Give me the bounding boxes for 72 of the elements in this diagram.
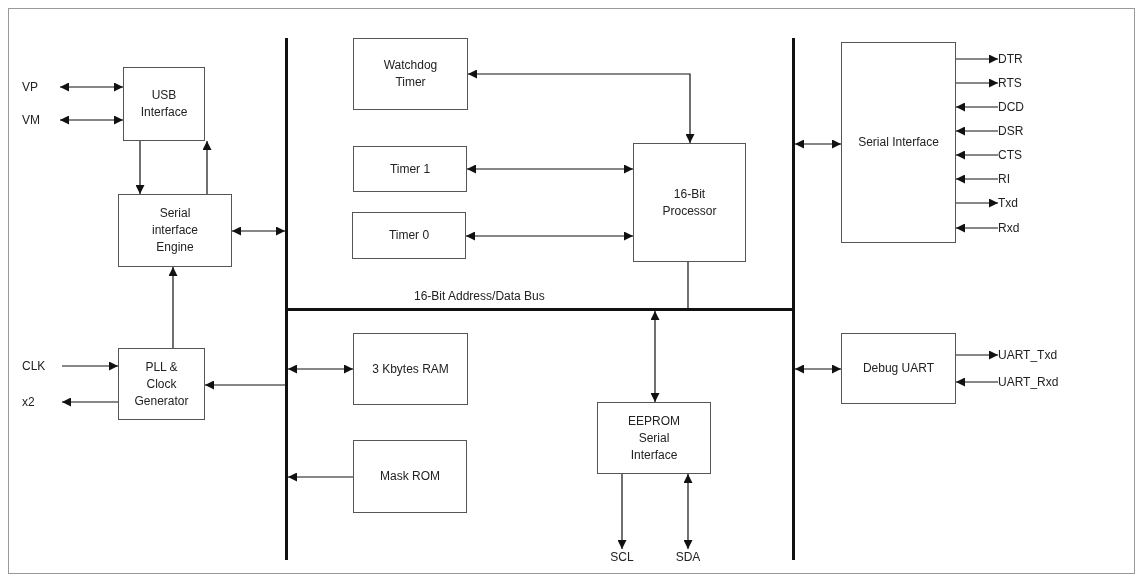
- arrow: [465, 231, 634, 241]
- signal-label: UART_Txd: [998, 347, 1058, 363]
- block-label: 16-Bit Processor: [661, 185, 718, 220]
- block-box: [118, 194, 232, 267]
- signal-label: UART_Rxd: [998, 374, 1059, 390]
- arrow: [135, 140, 145, 195]
- bus-line: [792, 38, 795, 560]
- arrow: [466, 164, 634, 174]
- bus-label: 16-Bit Address/Data Bus: [414, 288, 545, 304]
- arrow: [59, 115, 124, 125]
- block-label: 3 Kbytes RAM: [372, 360, 449, 378]
- block-label: EEPROM Serial Interface: [627, 412, 681, 464]
- arrow: [168, 266, 178, 349]
- arrow: [650, 310, 660, 403]
- signal-label: VM: [22, 112, 40, 128]
- arrow: [955, 377, 999, 387]
- signal-label: CTS: [998, 147, 1022, 163]
- signal-label: Txd: [998, 195, 1018, 211]
- block-box: [841, 333, 956, 404]
- block-label: Timer 0: [388, 227, 430, 244]
- signal-label: DCD: [998, 99, 1024, 115]
- signal-label: RTS: [998, 75, 1022, 91]
- signal-label: VP: [22, 79, 38, 95]
- arrow: [955, 198, 999, 208]
- block-box: [597, 402, 711, 474]
- arrow: [955, 54, 999, 64]
- block-label: Mask ROM: [380, 468, 440, 485]
- signal-label: SDA: [675, 549, 701, 565]
- arrow: [467, 69, 695, 144]
- block-label: Serial Interface: [858, 134, 939, 151]
- arrow: [59, 82, 124, 92]
- block-box: [353, 333, 468, 405]
- block-box: [118, 348, 205, 420]
- arrow: [794, 139, 842, 149]
- arrow: [202, 140, 212, 195]
- arrow: [204, 380, 286, 390]
- block-box: [123, 67, 205, 141]
- arrow: [617, 473, 627, 550]
- signal-label: RI: [998, 171, 1010, 187]
- signal-label: DTR: [998, 51, 1023, 67]
- arrow: [287, 364, 354, 374]
- block-box: [353, 38, 468, 110]
- arrow: [955, 174, 999, 184]
- arrow: [61, 397, 119, 407]
- arrow: [955, 78, 999, 88]
- arrow: [955, 126, 999, 136]
- signal-label: Rxd: [998, 220, 1020, 236]
- block-label: Watchdog Timer: [382, 57, 439, 91]
- arrow: [955, 150, 999, 160]
- block-label: USB Interface: [140, 87, 188, 121]
- arrow: [231, 226, 286, 236]
- signal-label: DSR: [998, 123, 1024, 139]
- block-label: Debug UART: [862, 360, 935, 377]
- arrow: [955, 223, 999, 233]
- block-box: [352, 212, 466, 259]
- arrow: [287, 472, 354, 482]
- block-box: [841, 42, 956, 243]
- block-box: [353, 440, 467, 513]
- signal-label: CLK: [22, 358, 46, 374]
- arrow: [794, 364, 842, 374]
- signal-label: SCL: [610, 549, 634, 565]
- arrow: [955, 102, 999, 112]
- signal-label: x2: [22, 394, 35, 410]
- arrow: [955, 350, 999, 360]
- block-label: PLL & Clock Generator: [134, 358, 189, 410]
- block-box: [633, 143, 746, 262]
- arrow: [61, 361, 119, 371]
- block-label: Timer 1: [389, 160, 431, 178]
- bus-line: [285, 38, 288, 560]
- arrow: [683, 473, 693, 550]
- block-label: Serial interface Engine: [151, 205, 199, 256]
- block-box: [353, 146, 467, 192]
